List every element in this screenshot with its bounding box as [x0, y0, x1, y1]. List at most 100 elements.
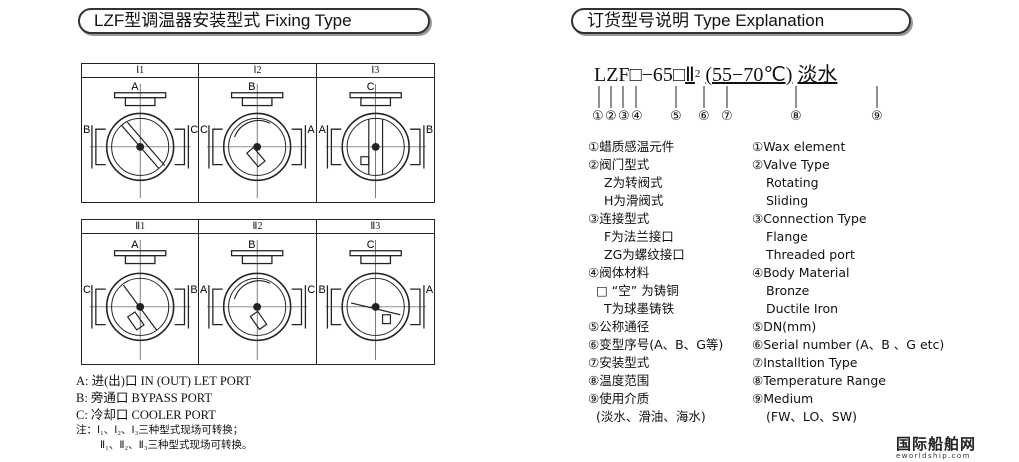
- en-line: Threaded port: [766, 247, 855, 262]
- cn-line: ②阀门型式: [588, 157, 650, 172]
- cell-header: Ⅱ3: [316, 220, 434, 234]
- cell-header: Ⅰ1: [82, 64, 199, 78]
- port-label-top: A: [131, 81, 139, 93]
- valve-diagram: C B A: [318, 239, 434, 361]
- cn-line: ZG为螺纹接口: [604, 247, 685, 262]
- en-line: (FW、LO、SW): [766, 409, 857, 424]
- port-label-left: A: [200, 284, 208, 296]
- cell-header: Ⅰ2: [199, 64, 316, 78]
- en-line: ⑤DN(mm): [752, 319, 817, 334]
- cell-header: Ⅱ1: [82, 220, 199, 234]
- code-box: □: [629, 64, 642, 86]
- en-line: ③Connection Type: [752, 211, 867, 226]
- cn-line: (淡水、滑油、海水): [596, 409, 706, 424]
- marker-6: ⑥: [698, 109, 710, 124]
- en-line: Rotating: [766, 175, 819, 190]
- port-label-left: A: [318, 124, 326, 136]
- en-line: ①Wax element: [752, 139, 846, 154]
- cn-line: H为滑阀式: [604, 193, 664, 208]
- marker-3: ③: [618, 109, 630, 124]
- en-line: ⑧Temperature Range: [752, 373, 886, 388]
- en-line: Ductile Iron: [766, 301, 839, 316]
- port-label-left: C: [200, 124, 208, 136]
- logo-url: eworldship.com: [896, 452, 971, 460]
- code-prefix: LZF: [594, 64, 630, 86]
- cn-line: □ “空” 为铸铜: [596, 283, 679, 298]
- cn-line: Z为转阀式: [604, 175, 663, 190]
- code-range: (55−70℃): [705, 64, 793, 86]
- valve-diagram: C A B: [318, 81, 433, 199]
- cn-line: ①蜡质感温元件: [588, 139, 675, 154]
- valve-diagram: B C A: [200, 81, 316, 199]
- en-line: ⑥Serial number (A、B 、G etc): [752, 337, 945, 352]
- site-logo: 国际船舶网 eworldship.com: [896, 436, 1019, 460]
- code-dn: −65: [641, 64, 673, 86]
- fixing-type-row1: Ⅰ1 A B C Ⅰ2: [81, 63, 435, 203]
- cn-line: F为法兰接口: [604, 229, 674, 244]
- diagram-cell: Ⅱ1 A C B: [82, 220, 200, 364]
- legend-bypass: B: 旁通口 BYPASS PORT: [76, 391, 212, 405]
- cell-header: Ⅰ3: [316, 64, 434, 78]
- type-explanation-title: 订货型号说明 Type Explanation: [571, 8, 911, 34]
- diagram-cell: Ⅰ2 B C A: [199, 64, 317, 202]
- port-label-left: B: [83, 124, 90, 136]
- explanation-en: ①Wax element ②Valve Type Rotating Slidin…: [752, 138, 944, 426]
- model-code: LZF□−65□Ⅱ2 (55−70℃) 淡水: [594, 58, 837, 87]
- en-line: ②Valve Type: [752, 157, 830, 172]
- diagram-cell: Ⅱ2 B A C: [199, 220, 317, 364]
- port-label-top: B: [249, 239, 256, 251]
- port-label-top: C: [366, 81, 374, 93]
- marker-9: ⑨: [871, 109, 883, 124]
- note-line1: 注：Ⅰ₁、Ⅰ₂、Ⅰ₃三种型式现场可转换；: [76, 425, 244, 436]
- en-line: Bronze: [766, 283, 810, 298]
- legend-inlet: A: 进(出)口 IN (OUT) LET PORT: [76, 374, 252, 388]
- cell-header: Ⅱ2: [199, 220, 316, 234]
- code-sup: 2: [694, 68, 701, 80]
- port-label-right: A: [308, 124, 316, 136]
- code-box2: □: [672, 64, 686, 86]
- marker-8: ⑧: [790, 109, 802, 124]
- fixing-type-title: LZF型调温器安装型式 Fixing Type: [78, 8, 430, 34]
- note-line2: Ⅱ₁、Ⅱ₂、Ⅱ₃三种型式现场可转换。: [100, 440, 253, 451]
- cn-line: T为球墨铸铁: [604, 301, 675, 316]
- cn-line: ⑨使用介质: [588, 391, 650, 406]
- port-label-right: B: [426, 124, 433, 136]
- port-label-right: C: [308, 284, 316, 296]
- port-label-right: A: [426, 284, 434, 296]
- code-leader-lines: [598, 86, 878, 108]
- diagram-cell: Ⅱ3 C B A: [316, 220, 434, 364]
- valve-diagram: A C B: [83, 239, 198, 361]
- cn-line: ④阀体材料: [588, 265, 650, 280]
- port-label-top: C: [366, 239, 374, 251]
- en-line: ④Body Material: [752, 265, 850, 280]
- cn-line: ⑦安装型式: [588, 355, 650, 370]
- cn-line: ③连接型式: [588, 211, 650, 226]
- valve-diagram: A B C: [83, 81, 198, 199]
- en-line: ⑨Medium: [752, 391, 814, 406]
- legend-cooler: C: 冷却口 COOLER PORT: [76, 408, 216, 422]
- logo-text: 国际船舶网: [896, 435, 977, 453]
- port-label-right: B: [190, 284, 197, 296]
- port-label-top: A: [131, 239, 139, 251]
- marker-4: ④: [631, 109, 643, 124]
- explanation-cn: ①蜡质感温元件 ②阀门型式 Z为转阀式 H为滑阀式 ③连接型式 F为法兰接口 Z…: [588, 138, 723, 426]
- marker-5: ⑤: [670, 109, 682, 124]
- diagram-cell: Ⅰ1 A B C: [82, 64, 200, 202]
- port-label-top: B: [249, 81, 256, 93]
- en-line: Sliding: [766, 193, 809, 208]
- code-medium: 淡水: [797, 64, 838, 86]
- port-label-left: C: [83, 284, 91, 296]
- cn-line: ⑤公称通径: [588, 319, 650, 334]
- marker-2: ②: [605, 109, 617, 124]
- port-label-left: B: [318, 284, 325, 296]
- diagram-cell: Ⅰ3 C A B: [316, 64, 434, 202]
- fixing-type-row2: Ⅱ1 A C B Ⅱ2: [81, 219, 435, 365]
- valve-diagram: B A C: [200, 239, 316, 361]
- en-line: Flange: [766, 229, 808, 244]
- code-roman: Ⅱ: [685, 64, 695, 86]
- en-line: ⑦Installtion Type: [752, 355, 858, 370]
- port-label-right: C: [190, 124, 198, 136]
- cn-line: ⑥变型序号(A、B、G等): [588, 337, 724, 352]
- marker-7: ⑦: [721, 109, 733, 124]
- cn-line: ⑧温度范围: [588, 373, 650, 388]
